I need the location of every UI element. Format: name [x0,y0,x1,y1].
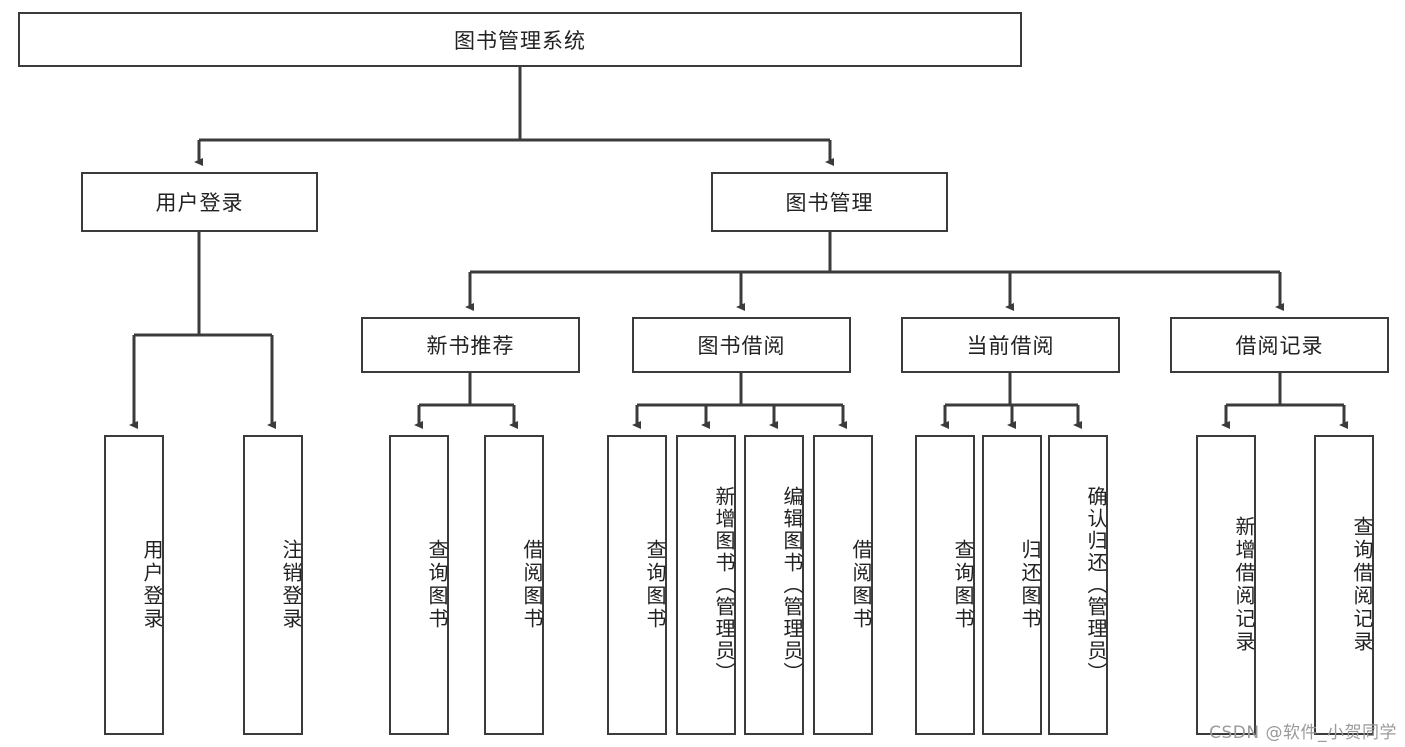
node-leaf-logout-label: 注销登录 [279,539,303,631]
node-leaf-borrow-book-1[interactable]: 借阅图书 [484,435,544,735]
node-root[interactable]: 图书管理系统 [18,12,1022,67]
node-leaf-borrow-book-2-label: 借阅图书 [849,539,873,631]
node-leaf-query-book-1-label: 查询图书 [425,539,449,631]
node-book-borrow-label: 图书借阅 [697,334,786,358]
node-leaf-edit-book[interactable]: 编辑图书（管理员） [744,435,804,735]
node-book-borrow[interactable]: 图书借阅 [632,317,851,373]
node-root-label: 图书管理系统 [454,28,586,53]
node-leaf-return-book[interactable]: 归还图书 [982,435,1042,735]
node-current-borrow[interactable]: 当前借阅 [901,317,1120,373]
node-current-borrow-label: 当前借阅 [966,334,1055,358]
node-user-login-label: 用户登录 [155,191,244,215]
node-leaf-user-login[interactable]: 用户登录 [104,435,164,735]
node-leaf-query-book-3-label: 查询图书 [951,539,975,631]
node-leaf-edit-book-label: 编辑图书（管理员） [780,486,804,684]
node-leaf-add-record[interactable]: 新增借阅记录 [1196,435,1256,735]
node-leaf-borrow-book-2[interactable]: 借阅图书 [813,435,873,735]
node-borrow-record-label: 借阅记录 [1235,334,1324,358]
node-leaf-query-book-2[interactable]: 查询图书 [607,435,667,735]
node-leaf-add-book-label: 新增图书（管理员） [712,486,736,684]
watermark-text: CSDN @软件_小贺同学 [1209,723,1397,743]
node-leaf-query-book-1[interactable]: 查询图书 [389,435,449,735]
node-leaf-return-book-label: 归还图书 [1018,539,1042,631]
node-leaf-query-record[interactable]: 查询借阅记录 [1314,435,1374,735]
node-leaf-add-record-label: 新增借阅记录 [1232,516,1256,654]
node-borrow-record[interactable]: 借阅记录 [1170,317,1389,373]
node-leaf-logout[interactable]: 注销登录 [243,435,303,735]
node-leaf-confirm-return-label: 确认归还（管理员） [1084,486,1108,684]
node-leaf-user-login-label: 用户登录 [140,539,164,631]
node-new-book-rec-label: 新书推荐 [426,334,515,358]
node-leaf-borrow-book-1-label: 借阅图书 [520,539,544,631]
node-leaf-query-book-3[interactable]: 查询图书 [915,435,975,735]
node-new-book-rec[interactable]: 新书推荐 [361,317,580,373]
node-leaf-query-book-2-label: 查询图书 [643,539,667,631]
node-book-manage-label: 图书管理 [785,191,874,215]
node-leaf-add-book[interactable]: 新增图书（管理员） [676,435,736,735]
node-leaf-query-record-label: 查询借阅记录 [1350,516,1374,654]
node-book-manage[interactable]: 图书管理 [711,172,948,232]
node-leaf-confirm-return[interactable]: 确认归还（管理员） [1048,435,1108,735]
node-user-login[interactable]: 用户登录 [81,172,318,232]
